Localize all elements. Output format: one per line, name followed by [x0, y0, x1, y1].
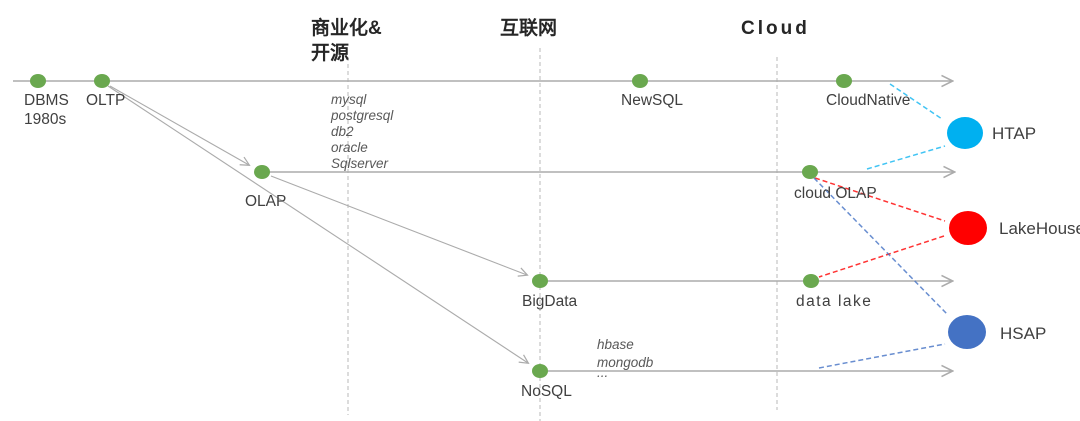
example-hbase: hbase: [597, 337, 634, 352]
connector-olap-to-htap: [866, 145, 946, 170]
bigdata-label: BigData: [522, 293, 578, 310]
branch-olap-to-bigdata: [270, 175, 527, 275]
branch-oltp-to-nosql: [107, 85, 528, 363]
connector-oltp-to-htap: [889, 83, 943, 120]
era-label-opensource-line1: 商业化&: [311, 16, 382, 39]
example-postgresql: postgresql: [330, 108, 394, 123]
olap-label: OLAP: [245, 193, 286, 210]
era-label-cloud: Cloud: [741, 18, 810, 39]
lakehouse-label: LakeHouse: [999, 219, 1080, 238]
example-ellipsis: ...: [597, 365, 608, 380]
era-label-opensource-line2: 开源: [311, 41, 349, 64]
milestone-dot-datalake: [803, 274, 819, 288]
oltp-label: OLTP: [86, 92, 125, 109]
milestone-dot-cloud-olap: [802, 165, 818, 179]
example-oracle: oracle: [331, 140, 368, 155]
branch-oltp-to-olap: [109, 85, 249, 165]
datalake-label: data lake: [796, 293, 872, 310]
example-mongodb: mongodb: [597, 355, 654, 370]
htap-circle: [947, 117, 983, 149]
dbms-label-line1: DBMS: [24, 92, 69, 109]
milestone-dot-newsql: [632, 74, 648, 88]
nosql-label: NoSQL: [521, 383, 572, 400]
connector-cloudolap-to-lakehouse: [814, 177, 946, 222]
milestone-dot-cloudnative: [836, 74, 852, 88]
milestone-dot-bigdata: [532, 274, 548, 288]
lakehouse-circle: [949, 211, 987, 245]
connector-datalake-to-lakehouse: [818, 235, 945, 278]
hsap-circle: [948, 315, 986, 349]
milestone-dot-nosql: [532, 364, 548, 378]
milestone-dot-dbms: [30, 74, 46, 88]
cloud-olap-label: cloud OLAP: [794, 185, 877, 202]
cloudnative-label: CloudNative: [826, 92, 910, 109]
era-label-internet: 互联网: [500, 17, 557, 39]
hsap-label: HSAP: [1000, 324, 1046, 343]
dbms-label-line2: 1980s: [24, 111, 66, 128]
example-mysql: mysql: [331, 92, 367, 107]
example-db2: db2: [331, 124, 354, 139]
example-sqlserver: Sqlserver: [331, 156, 389, 171]
milestone-dot-olap: [254, 165, 270, 179]
htap-label: HTAP: [992, 124, 1036, 143]
newsql-label: NewSQL: [621, 92, 683, 109]
milestone-dot-oltp: [94, 74, 110, 88]
connector-nosql-to-hsap: [818, 343, 946, 369]
